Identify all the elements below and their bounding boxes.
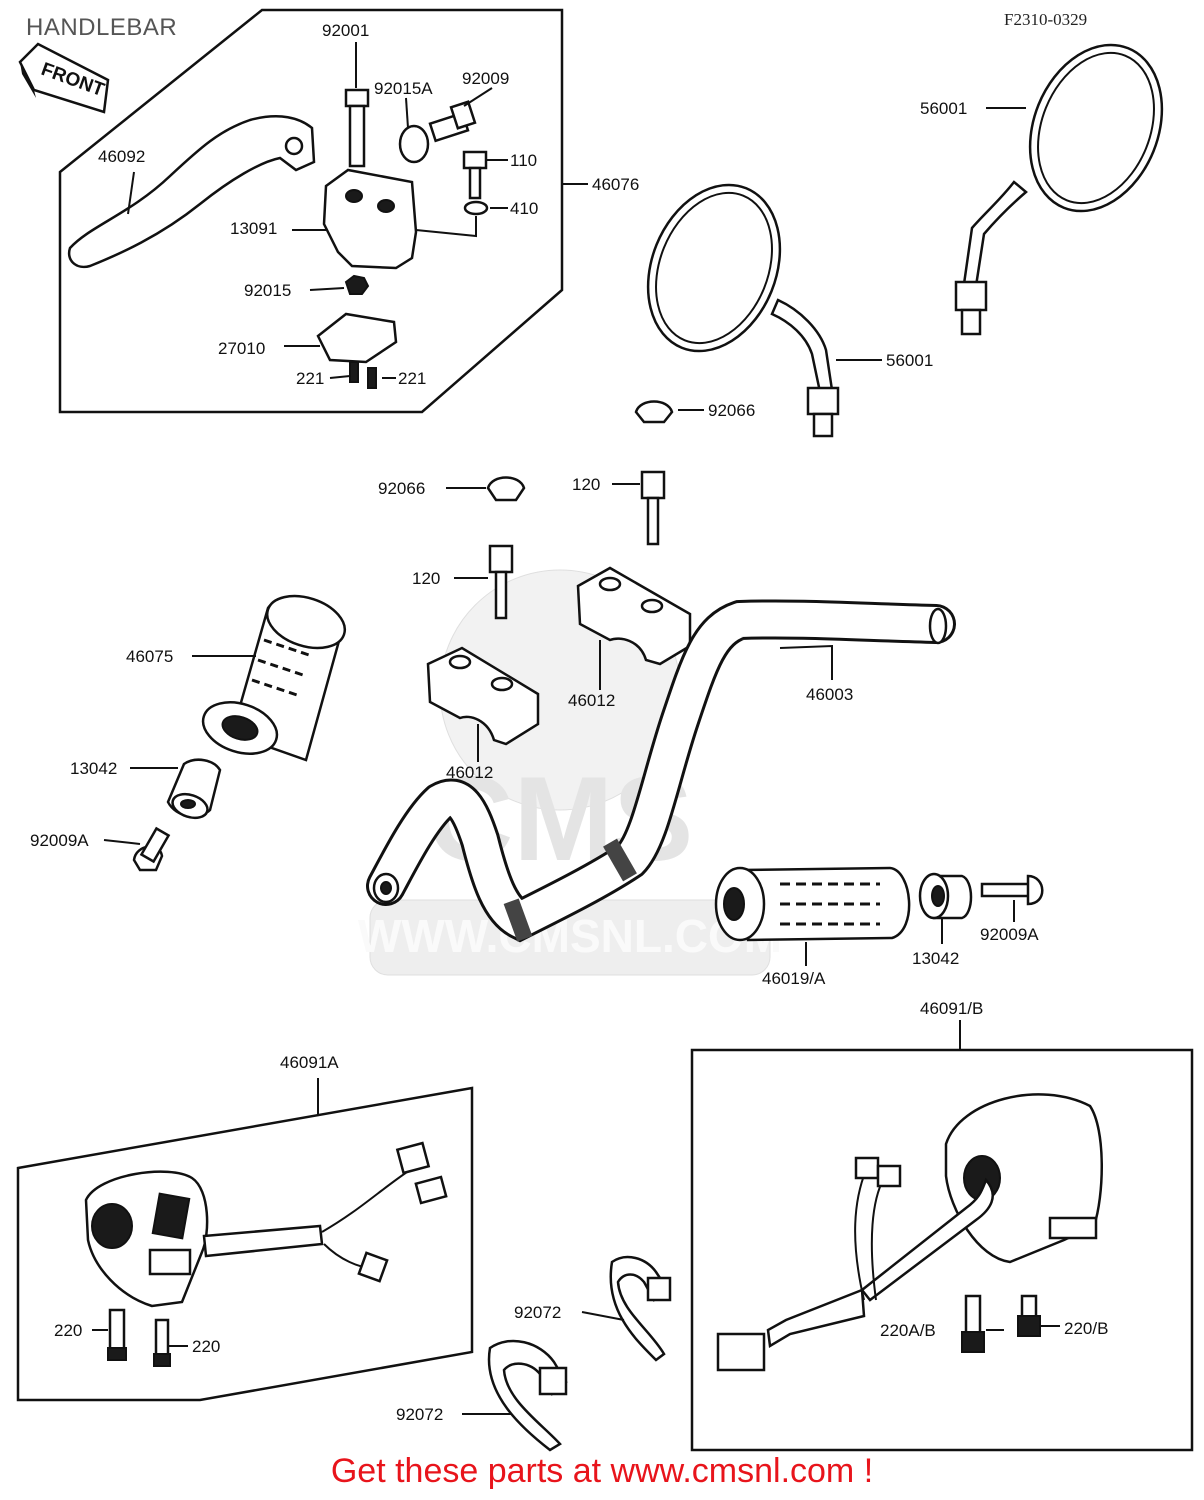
bolt-92001 [344, 88, 370, 168]
label-92066-upper: 92066 [708, 401, 755, 420]
label-13042-right: 13042 [912, 949, 959, 968]
grip-46075 [201, 594, 347, 762]
band-92072-lower [487, 1339, 568, 1452]
right-switch-housing [716, 1093, 1103, 1372]
weight-13042-right [918, 872, 973, 920]
left-switch-housing [84, 1141, 448, 1308]
screw-92009A-right [980, 874, 1044, 906]
label-220-left-b: 220 [192, 1337, 220, 1356]
switch-27010 [316, 312, 398, 364]
label-220B: 220/B [1064, 1319, 1108, 1338]
label-56001-right: 56001 [920, 99, 967, 118]
label-92072-lower: 92072 [396, 1405, 443, 1424]
lever-assembly-frame [58, 8, 564, 414]
bolt-110 [462, 150, 488, 200]
screw-92009A-left [132, 826, 171, 872]
label-110: 110 [510, 151, 537, 170]
front-arrow-tag: FRONT [18, 42, 110, 114]
label-13042-left: 13042 [70, 759, 117, 778]
screw-220-left-b [153, 1318, 171, 1367]
bolt-120-upper [640, 470, 666, 546]
label-27010: 27010 [218, 339, 265, 358]
cap-92066-lower [486, 476, 526, 502]
grip-46019A [714, 866, 911, 942]
left-switch-frame [16, 1086, 474, 1402]
label-46091B: 46091/B [920, 999, 983, 1018]
label-92009A-left: 92009A [30, 831, 89, 850]
right-switch-frame [690, 1048, 1194, 1452]
screw-220B [1017, 1294, 1041, 1337]
diagram-code: F2310-0329 [1004, 10, 1088, 29]
nut-92015 [344, 274, 370, 295]
label-46019A: 46019/A [762, 969, 826, 988]
label-46076: 46076 [592, 175, 639, 194]
label-220-left-a: 220 [54, 1321, 82, 1340]
label-120-lower: 120 [412, 569, 440, 588]
label-46003: 46003 [806, 685, 853, 704]
screw-221-left [349, 361, 359, 383]
label-46012-lower: 46012 [446, 763, 493, 782]
label-46075: 46075 [126, 647, 173, 666]
label-221-left: 221 [296, 369, 324, 388]
weight-13042-left [166, 758, 222, 820]
label-92066-lower: 92066 [378, 479, 425, 498]
label-46012-upper: 46012 [568, 691, 615, 710]
cap-92066-upper [634, 400, 674, 424]
mirror-left [646, 183, 840, 438]
part-labels: 92001 92015A 92009 46092 110 46076 410 1… [30, 21, 1108, 1424]
lever-holder [322, 168, 418, 270]
bolt-120-lower [488, 544, 514, 620]
label-220AB: 220A/B [880, 1321, 936, 1340]
page-title: HANDLEBAR [26, 14, 178, 41]
label-92015A: 92015A [374, 79, 433, 98]
brake-lever [67, 115, 316, 269]
label-46092: 46092 [98, 147, 145, 166]
footer-link-text[interactable]: Get these parts at www.cmsnl.com ! [330, 1452, 874, 1490]
label-92009A-right: 92009A [980, 925, 1039, 944]
label-92015: 92015 [244, 281, 291, 300]
washer-92015A [398, 124, 430, 164]
screw-92009 [428, 100, 477, 143]
screw-221-right [367, 367, 377, 389]
label-13091: 13091 [230, 219, 277, 238]
label-92001: 92001 [322, 21, 369, 40]
label-221-right: 221 [398, 369, 426, 388]
label-56001-left: 56001 [886, 351, 933, 370]
label-92009: 92009 [462, 69, 509, 88]
label-410: 410 [510, 199, 538, 218]
label-92072-upper: 92072 [514, 1303, 561, 1322]
watermark-url: WWW.CMSNL.COM [358, 910, 782, 962]
band-92072-upper [609, 1255, 672, 1362]
washer-410 [463, 200, 489, 216]
label-46091A: 46091A [280, 1053, 339, 1072]
mirror-right [954, 43, 1164, 336]
holder-46012-lower [426, 646, 540, 746]
screw-220AB [961, 1294, 985, 1353]
label-120-upper: 120 [572, 475, 600, 494]
screw-220-left-a [107, 1308, 127, 1361]
